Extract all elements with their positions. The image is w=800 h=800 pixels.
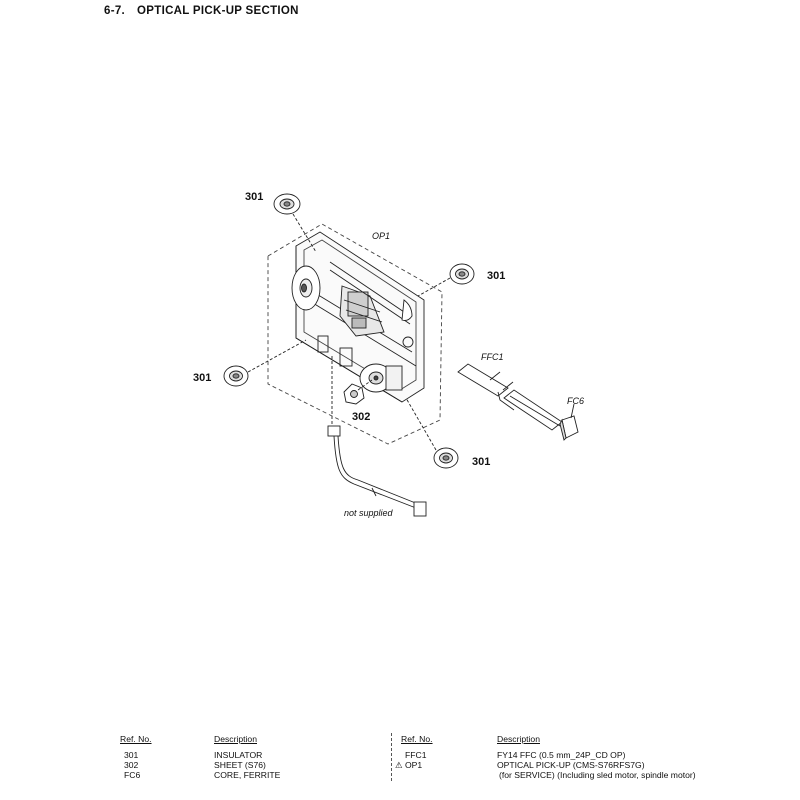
callout-fc6: FC6 [567, 396, 585, 406]
header-description-left: Description [214, 734, 257, 744]
row-desc: (for SERVICE) (Including sled motor, spi… [499, 770, 696, 780]
row-ref: FC6 [124, 770, 141, 780]
callout-301-top-left: 301 [245, 191, 264, 203]
callout-301-bottom-right: 301 [472, 456, 491, 468]
section-number: 6-7. [104, 5, 126, 17]
optical-pickup-mechanism [291, 231, 425, 403]
header-description-right: Description [497, 734, 540, 744]
callout-ffc1: FFC1 [481, 352, 504, 362]
insulator-left [223, 365, 249, 387]
callout-301-top-right: 301 [487, 270, 506, 282]
not-supplied-harness [327, 356, 427, 517]
op1-dashed-outline [267, 223, 443, 445]
row-desc: FY14 FFC (0.5 mm_24P_CD OP) [497, 750, 626, 760]
fc6-ferrite-core [559, 403, 579, 441]
warning-icon: ⚠ [395, 760, 403, 770]
row-desc: SHEET (S76) [214, 760, 266, 770]
header-ref-no-right: Ref. No. [401, 734, 433, 744]
callout-op1: OP1 [372, 231, 391, 241]
row-desc: CORE, FERRITE [214, 770, 281, 780]
sheet-302 [343, 379, 373, 405]
row-desc: OPTICAL PICK-UP (CMS-S76RFS7G) [497, 760, 645, 770]
not-supplied-label: not supplied [344, 508, 393, 518]
row-ref: 302 [124, 760, 139, 770]
insulator-top-right [449, 263, 475, 285]
section-title: 6-7. OPTICAL PICK-UP SECTION [104, 5, 311, 17]
insulator-top-left [273, 193, 301, 215]
callout-302: 302 [352, 411, 371, 423]
row-ref: 301 [124, 750, 139, 760]
header-ref-no-left: Ref. No. [120, 734, 152, 744]
ffc1-cable [457, 363, 563, 431]
row-ref: OP1 [405, 760, 423, 770]
row-desc: INSULATOR [214, 750, 263, 760]
insulator-bottom-right [433, 447, 459, 469]
table-divider [391, 733, 392, 781]
callout-301-left: 301 [193, 372, 212, 384]
row-ref: FFC1 [405, 750, 427, 760]
section-name: OPTICAL PICK-UP SECTION [137, 5, 299, 17]
